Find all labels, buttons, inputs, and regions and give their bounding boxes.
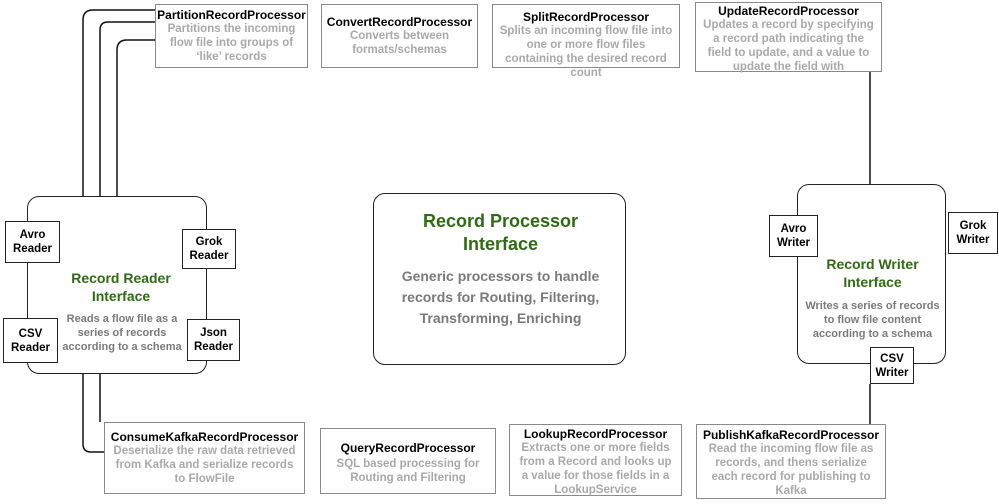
partition-record-processor: PartitionRecordProcessor Partitions the … bbox=[155, 4, 308, 68]
convert-record-processor: ConvertRecordProcessor Converts between … bbox=[321, 4, 478, 68]
partition-description: Partitions the incoming flow file into g… bbox=[167, 23, 296, 63]
json-reader-tag: Json Reader bbox=[187, 319, 240, 361]
publish-kafka-title: PublishKafkaRecordProcessor bbox=[702, 428, 880, 442]
query-title: QueryRecordProcessor bbox=[340, 441, 476, 455]
connector-reader-to-consume-1 bbox=[82, 374, 104, 453]
convert-title: ConvertRecordProcessor bbox=[326, 15, 473, 29]
connector-reader-to-partition-1 bbox=[82, 9, 155, 196]
split-title: SplitRecordProcessor bbox=[522, 10, 650, 24]
convert-description: Converts between formats/schemas bbox=[349, 30, 450, 56]
record-writer-description: Writes a series of records to flow file … bbox=[805, 300, 940, 340]
record-reader-description: Reads a flow file as a series of records… bbox=[62, 313, 182, 353]
record-writer-interface: Record Writer Interface Writes a series … bbox=[797, 184, 946, 364]
publish-kafka-record-processor: PublishKafkaRecordProcessor Read the inc… bbox=[696, 424, 886, 499]
record-reader-interface: Record Reader Interface Reads a flow fil… bbox=[27, 196, 207, 374]
update-description: Updates a record by specifying a record … bbox=[703, 19, 874, 73]
csv-writer-tag: CSV Writer bbox=[870, 347, 914, 384]
query-description: SQL based processing for Routing and Fil… bbox=[336, 458, 480, 484]
query-record-processor: QueryRecordProcessor SQL based processin… bbox=[320, 428, 496, 494]
record-writer-title: Record Writer Interface bbox=[826, 256, 919, 290]
partition-title: PartitionRecordProcessor bbox=[157, 8, 306, 22]
grok-writer-tag: Grok Writer bbox=[948, 212, 998, 254]
lookup-description: Extracts one or more fields from a Recor… bbox=[519, 442, 672, 496]
csv-reader-tag: CSV Reader bbox=[3, 318, 58, 363]
update-title: UpdateRecordProcessor bbox=[718, 4, 859, 18]
record-processor-description: Generic processors to handle records for… bbox=[401, 268, 600, 326]
lookup-record-processor: LookupRecordProcessor Extracts one or mo… bbox=[509, 424, 682, 496]
grok-reader-tag: Grok Reader bbox=[182, 229, 236, 269]
split-description: Splits an incoming flow file into one or… bbox=[499, 25, 673, 79]
record-reader-title: Record Reader Interface bbox=[71, 270, 171, 304]
consume-kafka-title: ConsumeKafkaRecordProcessor bbox=[110, 430, 299, 444]
avro-reader-tag: Avro Reader bbox=[5, 221, 60, 263]
consume-kafka-description: Deserialize the raw data retrieved from … bbox=[113, 445, 296, 485]
publish-kafka-description: Read the incoming flow file as records, … bbox=[708, 443, 874, 497]
avro-writer-tag: Avro Writer bbox=[769, 215, 818, 257]
connector-reader-to-partition-2 bbox=[99, 21, 155, 196]
record-processor-interface: Record Processor Interface Generic proce… bbox=[373, 193, 626, 365]
record-processor-title: Record Processor Interface bbox=[422, 211, 579, 254]
split-record-processor: SplitRecordProcessor Splits an incoming … bbox=[492, 4, 680, 79]
connector-reader-to-partition-3 bbox=[116, 39, 155, 196]
lookup-title: LookupRecordProcessor bbox=[523, 427, 668, 441]
update-record-processor: UpdateRecordProcessor Updates a record b… bbox=[695, 2, 882, 73]
consume-kafka-record-processor: ConsumeKafkaRecordProcessor Deserialize … bbox=[104, 422, 305, 494]
